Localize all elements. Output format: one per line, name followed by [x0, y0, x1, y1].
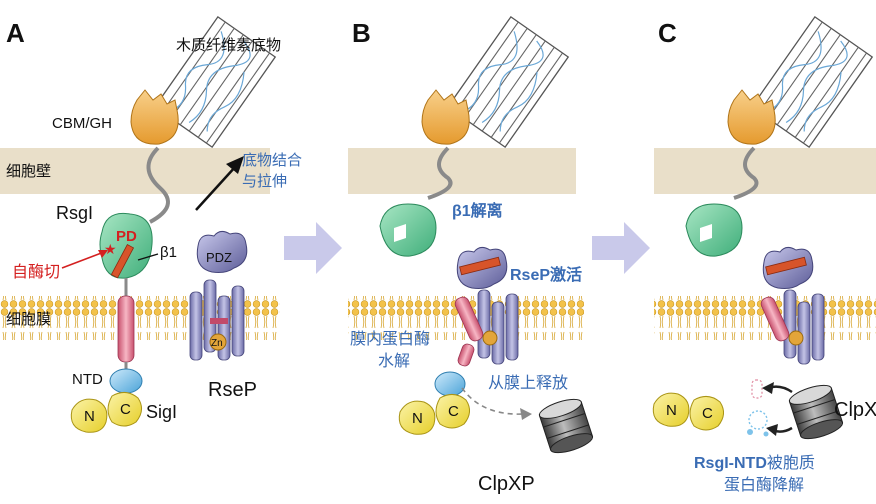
- panel-letter-a: A: [6, 18, 25, 48]
- rip-label-1: 膜内蛋白酶: [350, 330, 430, 348]
- sigi-c-label-c: C: [702, 405, 713, 422]
- transition-arrow-a-b: [284, 222, 342, 274]
- autocleavage-star: ★: [104, 241, 117, 257]
- autocleavage-label: 自酶切: [12, 263, 60, 281]
- clpx-label: ClpX: [834, 399, 876, 421]
- degradation-label-rest: 被胞质: [767, 454, 815, 472]
- rsgi-pd-domain-c: [685, 203, 743, 257]
- cbm-gh-domain-c: [727, 89, 776, 145]
- pd-pocket-b: [394, 224, 406, 242]
- sigi-n-domain-b: [398, 400, 436, 435]
- rsgi-linker-c: [733, 146, 759, 200]
- rsep-label: RseP: [208, 379, 257, 401]
- pdz-label: PDZ: [206, 250, 232, 265]
- degradation-arrow-up-head: [762, 382, 774, 394]
- degradation-arrow-down-head: [766, 424, 778, 436]
- pd-pocket-c: [700, 224, 712, 242]
- clpxp-protease: [538, 398, 594, 454]
- panel-c: C N C: [652, 16, 876, 494]
- cell-wall-bands: [0, 148, 876, 194]
- beta1-strand: [110, 244, 135, 279]
- sigi-n-domain: [70, 398, 108, 433]
- sigi-c-label: C: [120, 401, 131, 418]
- pd-label: PD: [116, 228, 137, 245]
- beta1-strand-c: [765, 256, 807, 276]
- substrate-binding-label-1: 底物结合: [242, 152, 302, 169]
- degraded-peptides: [747, 379, 769, 437]
- zinc-ion: [209, 333, 227, 351]
- panel-letter-c: C: [658, 18, 677, 48]
- autocleavage-pointer-head: [98, 250, 108, 258]
- rsgi-tm-helix-c: [760, 296, 790, 342]
- release-arrow-head: [520, 408, 532, 420]
- beta1-dissociation-label: β1解离: [452, 201, 503, 220]
- sigi-c-domain: [107, 392, 142, 427]
- beta1-strand-b: [459, 256, 501, 276]
- transition-arrow-b-c: [592, 222, 650, 274]
- beta1-label: β1: [160, 244, 177, 261]
- membrane-label: 细胞膜: [6, 311, 51, 328]
- cbm-gh-domain-b: [421, 89, 470, 145]
- cleaved-tm-fragment-b: [457, 343, 475, 367]
- release-label: 从膜上释放: [488, 374, 568, 392]
- rip-label-2: 水解: [378, 352, 410, 370]
- substrate-label: 木质纤维素底物: [176, 37, 281, 54]
- sigi-n-label: N: [84, 408, 95, 425]
- cbm-gh-label: CBM/GH: [52, 115, 112, 132]
- degradation-label-bold: RsgI-NTD: [694, 455, 767, 472]
- sigi-c-label-b: C: [448, 403, 459, 420]
- zinc-ion-c: [788, 330, 804, 346]
- sigi-n-domain-c: [652, 392, 690, 427]
- rsep-pdz-domain: [196, 230, 248, 273]
- panel-b: B β1解离 RseP激活 膜内蛋白酶 水解 N C 从膜上释放: [350, 16, 594, 495]
- rsgi-ntd: [109, 368, 143, 394]
- rsgi-pd-domain-b: [379, 203, 437, 257]
- beta1-pointer: [137, 253, 159, 261]
- stretch-arrow-head: [226, 156, 244, 174]
- sigi-n-label-b: N: [412, 410, 423, 427]
- zinc-ion-b: [482, 330, 498, 346]
- ntd-label: NTD: [72, 371, 103, 388]
- sigi-n-label-c: N: [666, 402, 677, 419]
- rsgi-label: RsgI: [56, 203, 93, 223]
- sigi-c-domain-b: [435, 394, 470, 429]
- rsgi-linker: [146, 146, 170, 224]
- panel-letter-b: B: [352, 18, 371, 48]
- rsgi-ntd-b: [434, 371, 466, 397]
- rsgi-tm-helix-b: [454, 296, 484, 342]
- substrate-binding-label-2: 与拉伸: [242, 173, 287, 190]
- rsgi-tm-helix: [117, 295, 135, 363]
- sigi-c-domain-c: [689, 396, 724, 431]
- rsep-activation-label: RseP激活: [510, 265, 582, 284]
- rsgi-linker-b: [427, 146, 453, 200]
- panel-a: A 木质纤维素底物 CBM/GH 细胞壁 底物结合 与拉伸 RsgI PD ★ …: [6, 16, 302, 433]
- degradation-label-line2: 蛋白酶降解: [724, 476, 804, 494]
- autocleavage-pointer: [61, 251, 105, 269]
- stretch-arrow: [195, 165, 237, 211]
- clpx-protease: [788, 384, 844, 440]
- sigi-label: SigI: [146, 402, 177, 422]
- cell-wall-label: 细胞壁: [6, 163, 51, 180]
- zn-label: Zn: [211, 338, 223, 349]
- cbm-gh-domain: [130, 89, 179, 145]
- degradation-label-line1: RsgI-NTD被胞质: [694, 454, 815, 472]
- clpxp-label: ClpXP: [478, 473, 535, 495]
